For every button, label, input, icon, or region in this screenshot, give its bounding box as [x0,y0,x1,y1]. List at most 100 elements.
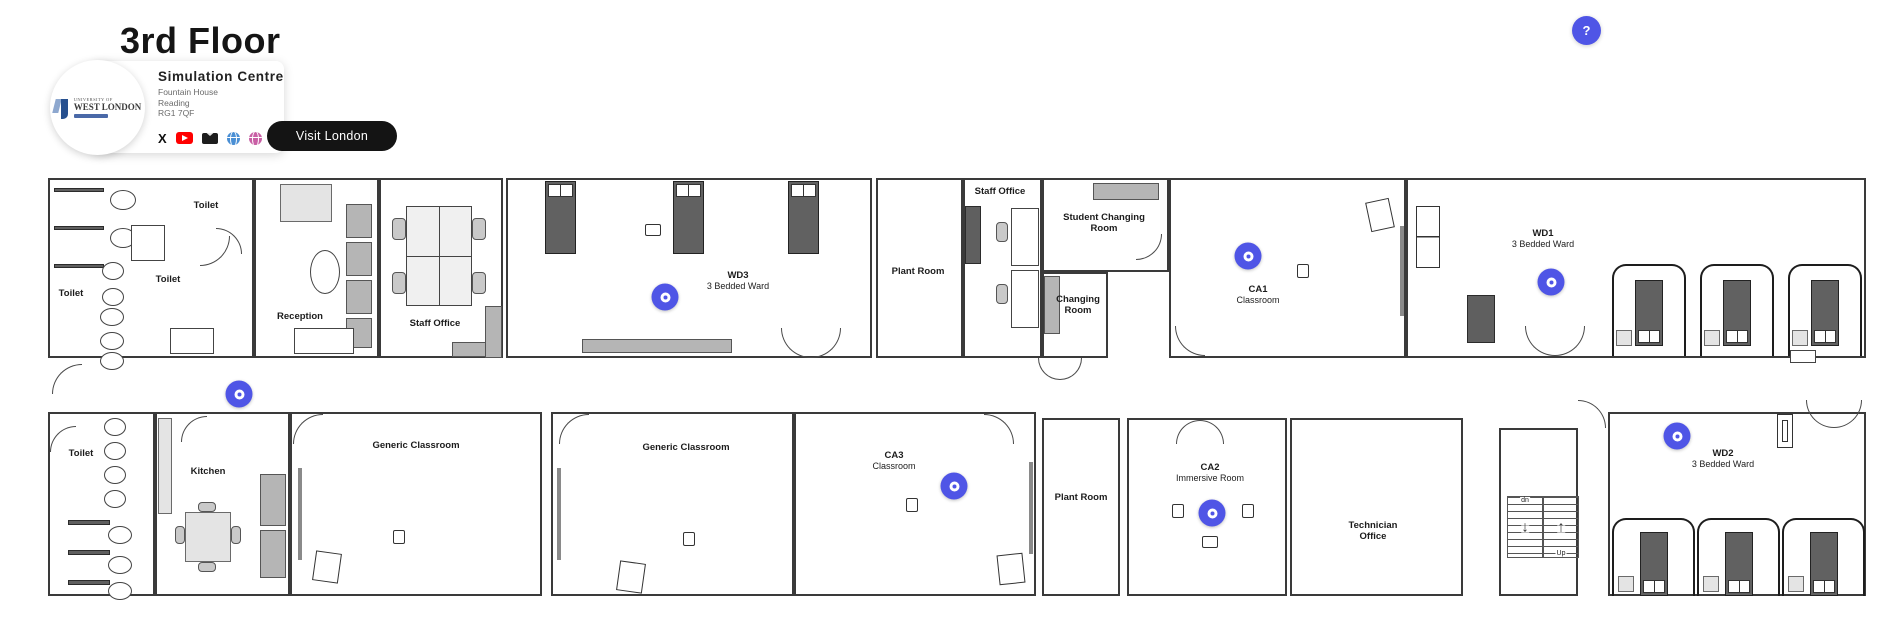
stair-flight-down: ↓dn [1507,496,1543,558]
furniture-icon [906,498,918,512]
furniture-bay [1700,264,1774,356]
furniture-outline [294,328,354,354]
furniture-mid [582,339,732,353]
furniture-icon [1202,536,1218,548]
toilet-sw-label: Toilet [68,448,94,459]
viewpoint-eye-icon [1243,251,1253,261]
university-logo: UNIVERSITY OF WEST LONDON [50,60,145,155]
youtube-icon[interactable] [175,132,193,144]
furniture-light [1703,576,1719,592]
toilet-fixture [100,308,124,326]
furniture-light [1618,576,1634,592]
furniture-dark [54,226,104,230]
furniture-dark [54,264,104,268]
university-logo-text: UNIVERSITY OF WEST LONDON [51,97,141,119]
address-line-2: Reading [158,97,190,108]
toilet-fixture [110,190,136,210]
room-toilet-nw [48,178,254,358]
bed [1810,532,1838,596]
staff-office-2-label: Staff Office [974,186,1026,197]
viewpoint-corridor[interactable] [225,380,253,408]
furniture-board [1029,462,1033,554]
furniture-outline [1790,350,1816,363]
staff-office-1-label: Staff Office [409,318,461,329]
furniture-dark [68,550,110,555]
furniture-outline [170,328,214,354]
bed [1635,280,1663,346]
viewpoint-eye-icon [660,292,670,302]
page-title: 3rd Floor [120,20,281,61]
staircase: ↓dn↑Up [1507,496,1579,558]
university-logo-mark [51,99,70,119]
furniture-slot [1777,414,1793,448]
viewpoint-eye-icon [1207,508,1217,518]
furniture-light [1616,330,1632,346]
toilet-fixture [102,262,124,280]
furniture-chair [996,284,1008,304]
bed [788,181,819,254]
globe-blue-icon[interactable] [226,131,240,145]
bed [1640,532,1668,596]
social-icons: X [158,130,262,146]
viewpoint-wd2[interactable] [1663,422,1691,450]
furniture-icon [1297,264,1309,278]
room-plant-room-1 [876,178,963,358]
furniture-light [1792,330,1808,346]
room-plant-room-2 [1042,418,1120,596]
help-button[interactable]: ? [1572,16,1601,45]
furniture-flip [996,552,1026,586]
viewpoint-ca1[interactable] [1234,242,1262,270]
furniture-bay [1697,518,1780,596]
toilet-fixture [108,556,132,574]
furniture-flip [616,560,646,594]
furniture-chair [996,222,1008,242]
globe-pink-icon[interactable] [248,131,262,145]
toilet-fixture [310,250,340,294]
toilet-fixture [104,442,126,460]
generic-classroom-1-label: Generic Classroom [372,440,460,451]
email-icon[interactable] [201,132,218,144]
visit-london-button[interactable]: Visit London [267,121,397,151]
furniture-chair [392,218,406,240]
furniture-cluster [406,206,472,306]
room-generic-classroom-2 [551,412,794,596]
furniture-bay [1612,518,1695,596]
furniture-dark [68,520,110,525]
viewpoint-eye-icon [1672,431,1682,441]
kitchen-label: Kitchen [190,466,226,477]
furniture-chair [175,526,185,544]
furniture-chair [231,526,241,544]
room-technician-office [1290,418,1463,596]
furniture-light [158,418,172,514]
furniture-mid [260,530,286,578]
furniture-mid [346,242,372,276]
viewpoint-eye-icon [1546,277,1556,287]
x-twitter-icon[interactable]: X [158,130,167,146]
toilet-fixture [104,418,126,436]
address-line-3: RG1 7QF [158,108,195,118]
furniture-chair [198,502,216,512]
viewpoint-wd3[interactable] [651,283,679,311]
furniture-chair [472,218,486,240]
viewpoint-ca3[interactable] [940,472,968,500]
furniture-dark [68,580,110,585]
furniture-dark [965,206,981,264]
furniture-cab [1416,206,1440,268]
furniture-board [557,468,561,560]
generic-classroom-2-label: Generic Classroom [642,442,730,453]
furniture-mid [346,204,372,238]
viewpoint-ca2[interactable] [1198,499,1226,527]
plant-room-2-label: Plant Room [1054,492,1108,503]
viewpoint-wd1[interactable] [1537,268,1565,296]
furniture-bay [1788,264,1862,356]
furniture-icon [683,532,695,546]
door-arc [1578,400,1606,428]
toilet-fixture [102,288,124,306]
furniture-chair [198,562,216,572]
